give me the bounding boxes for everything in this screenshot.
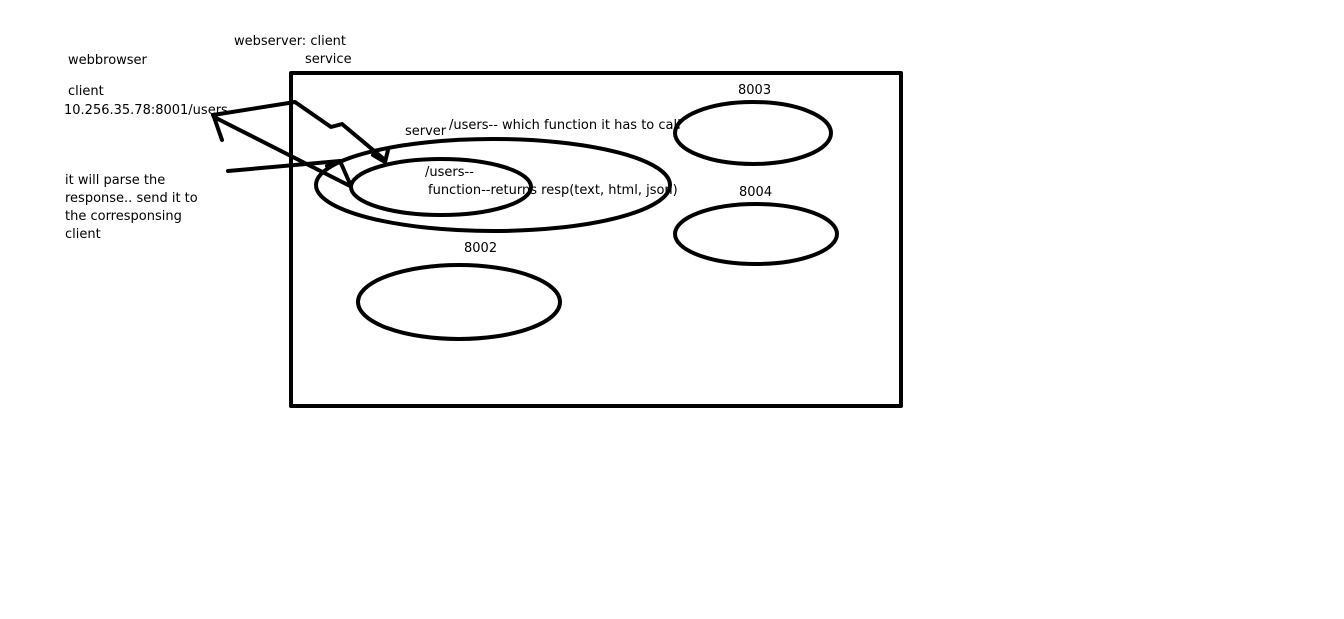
server-ellipse bbox=[314, 137, 672, 233]
parse-note-line-2: response.. send it to bbox=[65, 191, 198, 206]
request-arrowhead bbox=[371, 148, 390, 164]
inner-users-label: /users-- bbox=[425, 165, 474, 180]
parse-arrow bbox=[226, 159, 342, 173]
response-arrowhead bbox=[212, 115, 224, 142]
port-8004-label: 8004 bbox=[739, 185, 773, 200]
port-8002-label: 8002 bbox=[464, 241, 498, 256]
inner-function-label: function--returns resp(text, html, json) bbox=[428, 183, 678, 198]
response-arrow bbox=[212, 115, 352, 188]
parse-note-line-1: it will parse the bbox=[65, 173, 166, 188]
port-8002-ellipse bbox=[356, 263, 562, 341]
port-8003-label: 8003 bbox=[738, 83, 772, 98]
client-label: client bbox=[68, 84, 104, 99]
users-route-note: /users-- which function it has to call bbox=[449, 118, 681, 133]
port-8003-ellipse bbox=[673, 100, 833, 166]
server-label: server bbox=[405, 124, 447, 139]
port-8004-ellipse bbox=[673, 202, 839, 266]
request-arrow bbox=[211, 100, 387, 162]
parse-note-line-4: client bbox=[65, 227, 101, 242]
webbrowser-label: webbrowser bbox=[68, 53, 147, 68]
parse-note-line-3: the corresponsing bbox=[65, 209, 182, 224]
webserver-box bbox=[289, 71, 903, 408]
client-url: 10.256.35.78:8001/users bbox=[64, 103, 228, 118]
webserver-service-label: service bbox=[305, 52, 352, 67]
parse-arrowhead bbox=[325, 159, 353, 188]
webserver-label: webserver: client bbox=[234, 34, 347, 49]
